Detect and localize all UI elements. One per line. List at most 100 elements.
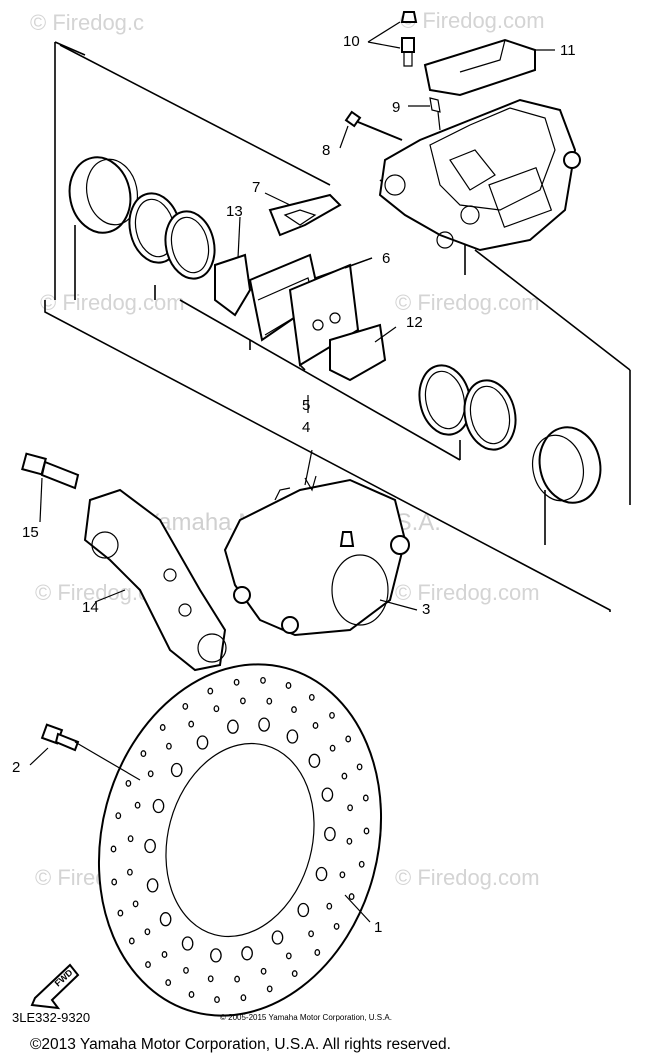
disc-hole (183, 966, 189, 974)
disc-hole (362, 794, 369, 802)
disc-hole (181, 936, 194, 951)
callouts: 10 11 9 8 7 13 6 12 5 4 3 15 14 2 1 (12, 33, 576, 936)
exploded-frame (44, 41, 631, 612)
disc-hole (207, 687, 214, 695)
disc-hole (271, 930, 284, 945)
small-copyright: © 2005-2015 Yamaha Motor Corporation, U.… (220, 1013, 392, 1022)
callout-3: 3 (422, 601, 430, 618)
leader-lines (29, 21, 555, 923)
disc-hole (329, 744, 336, 752)
callout-6: 6 (382, 250, 390, 267)
disc-hole (146, 878, 159, 893)
disc-hole (227, 719, 239, 734)
pad-cover (423, 38, 536, 97)
pad-spring (268, 193, 342, 237)
diagram-code: 3LE332-9320 (12, 1010, 90, 1025)
disc-hole (308, 753, 321, 768)
disc-hole (291, 706, 297, 714)
upper-pistons (68, 156, 216, 280)
lower-pistons (418, 364, 602, 504)
disc-hole (329, 711, 335, 719)
callout-4: 4 (302, 419, 310, 436)
disc-hole (345, 735, 352, 743)
callout-15: 15 (22, 524, 39, 541)
callout-1: 1 (374, 919, 382, 936)
disc-hole (145, 961, 151, 969)
disc-hole (314, 949, 321, 956)
frame-line-upper (59, 44, 331, 186)
bolt-15 (21, 452, 80, 490)
disc-hole (161, 951, 168, 958)
upper-caliper-body (378, 98, 581, 252)
disc-hole (188, 991, 195, 998)
frame-guide-8 (299, 364, 306, 371)
disc-hole (170, 762, 183, 778)
caliper-bracket (83, 488, 227, 672)
disc-hole (127, 835, 134, 843)
disc-hole (312, 722, 319, 729)
bolt-2 (40, 723, 80, 752)
bleed-screws (400, 11, 418, 67)
frame-bottom-edge (44, 300, 611, 612)
disc-hole (266, 985, 273, 993)
fwd-arrow: FWD (30, 963, 80, 1010)
disc-hole (358, 860, 365, 868)
watermark-top-right: © Firedog.com (400, 8, 545, 33)
footer-copyright: ©2013 Yamaha Motor Corporation, U.S.A. A… (30, 1036, 451, 1053)
disc-hole (128, 937, 135, 945)
disc-hole (346, 837, 353, 845)
callout-5: 5 (302, 397, 310, 414)
disc-hole (240, 697, 246, 705)
callout-10: 10 (343, 33, 360, 50)
disc-hole (111, 878, 118, 886)
disc-hole (348, 893, 355, 901)
disc-hole (286, 729, 299, 744)
disc-hole (308, 930, 314, 938)
callout-7: 7 (252, 179, 260, 196)
pad-shim (214, 253, 252, 317)
callout-13: 13 (226, 203, 243, 220)
disc-hole (166, 742, 172, 750)
brake-disc (97, 663, 383, 1017)
disc-hole (258, 717, 270, 732)
disc-hole (363, 827, 370, 835)
disc-hole (207, 975, 214, 983)
watermark-bottom-right: © Firedog.com (395, 865, 540, 890)
disc-hole (182, 702, 189, 710)
disc-hole (260, 676, 266, 684)
disc-hole (241, 946, 253, 961)
disc-hole (159, 724, 166, 731)
callout-9: 9 (392, 99, 400, 116)
disc-hole (266, 697, 273, 705)
callout-2: 2 (12, 759, 20, 776)
disc-hole (315, 866, 328, 882)
disc-hole (285, 682, 292, 689)
frame-right-upper (474, 249, 631, 371)
disc-hole (140, 750, 147, 758)
assembled-caliper (223, 478, 410, 637)
disc-hole (297, 902, 310, 918)
disc-hole (347, 804, 353, 812)
disc-hole (147, 770, 154, 778)
disc-hole (233, 678, 240, 686)
disc-hole (291, 970, 298, 978)
disc-hole (356, 763, 363, 771)
disc-hole (341, 772, 348, 780)
disc-hole (321, 787, 334, 802)
disc-hole (333, 922, 340, 930)
disc-hole (213, 705, 220, 713)
disc-hole (152, 798, 165, 814)
callout-8: 8 (322, 142, 330, 159)
disc-hole (339, 871, 346, 879)
callout-11: 11 (560, 42, 576, 59)
disc-hole (115, 812, 122, 820)
disc-hole (110, 845, 117, 853)
disc-hole (127, 868, 133, 876)
disc-hole (234, 975, 240, 983)
disc-hole (165, 979, 172, 987)
disc-hole (144, 928, 151, 936)
watermark-mid-right: © Firedog.com (395, 290, 540, 315)
disc-hole (125, 779, 132, 787)
disc-hole (214, 996, 220, 1004)
